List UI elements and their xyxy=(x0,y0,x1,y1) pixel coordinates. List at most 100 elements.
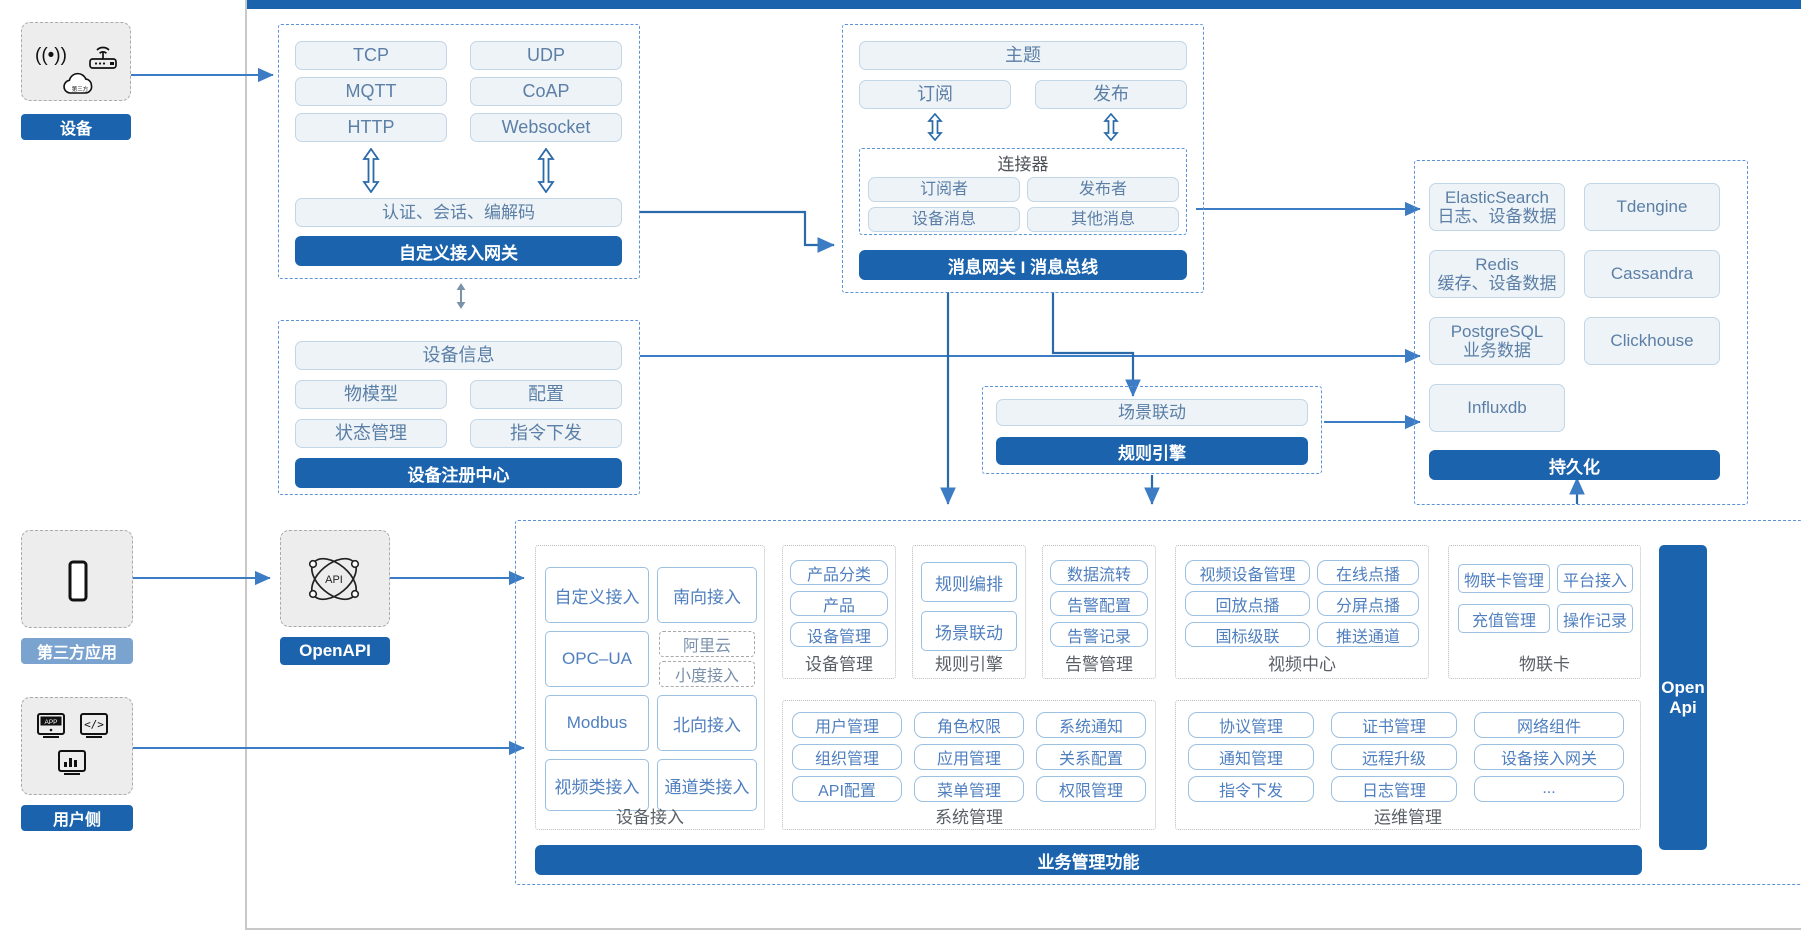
persistence-footer-bar: 持久化 xyxy=(1429,450,1720,480)
device-mgmt-product[interactable]: 产品 xyxy=(790,591,888,616)
registry-device-info[interactable]: 设备信息 xyxy=(295,341,622,370)
message-publish-box[interactable]: 发布 xyxy=(1035,80,1187,109)
protocol-udp[interactable]: UDP xyxy=(470,41,622,70)
device-access-southbound[interactable]: 南向接入 xyxy=(657,567,757,623)
router-icon xyxy=(89,46,117,69)
alarm-mgmt-label: 告警管理 xyxy=(1065,654,1133,674)
system-user-mgmt[interactable]: 用户管理 xyxy=(792,712,902,738)
mobile-phone-icon xyxy=(68,560,88,602)
system-app-mgmt[interactable]: 应用管理 xyxy=(914,744,1024,770)
ops-certificate-mgmt[interactable]: 证书管理 xyxy=(1331,712,1457,738)
registry-thing-model[interactable]: 物模型 xyxy=(295,380,447,409)
svg-text:</>: </> xyxy=(84,718,104,731)
ops-log-mgmt[interactable]: 日志管理 xyxy=(1331,776,1457,802)
persistence-clickhouse[interactable]: Clickhouse xyxy=(1584,317,1720,365)
device-access-video[interactable]: 视频类接入 xyxy=(545,759,649,811)
double-arrow-vertical-icon xyxy=(1103,113,1119,141)
openapi-node-label: OpenAPI xyxy=(280,637,390,665)
video-gb-cascade[interactable]: 国标级联 xyxy=(1185,622,1310,647)
connector-subscriber[interactable]: 订阅者 xyxy=(868,177,1020,202)
registry-panel xyxy=(278,320,640,495)
protocol-http[interactable]: HTTP xyxy=(295,113,447,142)
rule-engine-footer-bar: 规则引擎 xyxy=(996,437,1308,465)
ops-notification-mgmt[interactable]: 通知管理 xyxy=(1188,744,1314,770)
system-permission-mgmt[interactable]: 权限管理 xyxy=(1036,776,1146,802)
iot-card-recharge[interactable]: 充值管理 xyxy=(1458,604,1550,633)
gateway-auth-box[interactable]: 认证、会话、编解码 xyxy=(295,198,622,227)
registry-command-send[interactable]: 指令下发 xyxy=(470,419,622,448)
device-access-northbound[interactable]: 北向接入 xyxy=(657,695,757,751)
system-api-config[interactable]: API配置 xyxy=(792,776,902,802)
video-online-play[interactable]: 在线点播 xyxy=(1317,560,1419,585)
ops-more[interactable]: ... xyxy=(1474,776,1624,802)
registry-config[interactable]: 配置 xyxy=(470,380,622,409)
system-menu-mgmt[interactable]: 菜单管理 xyxy=(914,776,1024,802)
system-notification[interactable]: 系统通知 xyxy=(1036,712,1146,738)
db-name: ElasticSearch xyxy=(1445,187,1549,207)
rule-engine-group-label: 规则引擎 xyxy=(935,654,1003,674)
ops-command-send[interactable]: 指令下发 xyxy=(1188,776,1314,802)
device-access-channel[interactable]: 通道类接入 xyxy=(657,759,757,811)
video-split-screen[interactable]: 分屏点播 xyxy=(1317,591,1419,616)
video-playback[interactable]: 回放点播 xyxy=(1185,591,1310,616)
alarm-config[interactable]: 告警配置 xyxy=(1050,591,1148,616)
device-access-modbus[interactable]: Modbus xyxy=(545,695,649,751)
ops-device-gateway[interactable]: 设备接入网关 xyxy=(1474,744,1624,770)
cloud-icon-label: 第三方 xyxy=(72,85,89,93)
alarm-records[interactable]: 告警记录 xyxy=(1050,622,1148,647)
connector-device-message[interactable]: 设备消息 xyxy=(868,207,1020,232)
persistence-postgresql[interactable]: PostgreSQL 业务数据 xyxy=(1429,317,1565,365)
rule-engine-scene[interactable]: 场景联动 xyxy=(921,611,1017,651)
protocol-tcp[interactable]: TCP xyxy=(295,41,447,70)
device-access-aliyun[interactable]: 阿里云 xyxy=(659,631,755,657)
device-mgmt-product-category[interactable]: 产品分类 xyxy=(790,560,888,585)
persistence-cassandra[interactable]: Cassandra xyxy=(1584,250,1720,298)
registry-state-mgmt[interactable]: 状态管理 xyxy=(295,419,447,448)
rule-scene-linkage[interactable]: 场景联动 xyxy=(996,399,1308,426)
system-mgmt-label: 系统管理 xyxy=(935,807,1003,827)
ops-mgmt-group xyxy=(1175,700,1641,830)
wifi-signal-icon: ((•)) xyxy=(35,45,67,66)
device-access-custom[interactable]: 自定义接入 xyxy=(545,567,649,623)
alarm-data-flow[interactable]: 数据流转 xyxy=(1050,560,1148,585)
device-access-xiaodu[interactable]: 小度接入 xyxy=(659,661,755,687)
app-store-icon: APP xyxy=(37,713,65,738)
protocol-websocket[interactable]: Websocket xyxy=(470,113,622,142)
protocol-coap[interactable]: CoAP xyxy=(470,77,622,106)
system-relation-config[interactable]: 关系配置 xyxy=(1036,744,1146,770)
message-subscribe-box[interactable]: 订阅 xyxy=(859,80,1011,109)
message-footer-bar: 消息网关 I 消息总线 xyxy=(859,250,1187,280)
persistence-tdengine[interactable]: Tdengine xyxy=(1584,183,1720,231)
connector-publisher[interactable]: 发布者 xyxy=(1027,177,1179,202)
persistence-elasticsearch[interactable]: ElasticSearch 日志、设备数据 xyxy=(1429,183,1565,231)
system-role-permission[interactable]: 角色权限 xyxy=(914,712,1024,738)
video-push-channel[interactable]: 推送通道 xyxy=(1317,622,1419,647)
rule-engine-orchestration[interactable]: 规则编排 xyxy=(921,562,1017,602)
persistence-redis[interactable]: Redis 缓存、设备数据 xyxy=(1429,250,1565,298)
dashboard-chart-icon xyxy=(58,750,86,775)
video-device-mgmt[interactable]: 视频设备管理 xyxy=(1185,560,1310,585)
iot-card-platform-access[interactable]: 平台接入 xyxy=(1557,564,1633,593)
double-arrow-vertical-icon xyxy=(362,148,380,193)
iot-card-label: 物联卡 xyxy=(1519,654,1570,674)
device-mgmt-device[interactable]: 设备管理 xyxy=(790,622,888,647)
business-footer-bar: 业务管理功能 xyxy=(535,845,1642,875)
persistence-influxdb[interactable]: Influxdb xyxy=(1429,384,1565,432)
ops-mgmt-label: 运维管理 xyxy=(1374,807,1442,827)
message-topic-box[interactable]: 主题 xyxy=(859,41,1187,70)
iot-card-mgmt[interactable]: 物联卡管理 xyxy=(1458,564,1550,593)
system-org-mgmt[interactable]: 组织管理 xyxy=(792,744,902,770)
ops-protocol-mgmt[interactable]: 协议管理 xyxy=(1188,712,1314,738)
ops-remote-upgrade[interactable]: 远程升级 xyxy=(1331,744,1457,770)
third-party-cloud-icon: 第三方 xyxy=(63,72,93,94)
outer-frame-top-bar xyxy=(245,0,1801,9)
connector-other-message[interactable]: 其他消息 xyxy=(1027,207,1179,232)
rule-engine-panel xyxy=(982,386,1322,474)
protocol-mqtt[interactable]: MQTT xyxy=(295,77,447,106)
message-panel xyxy=(842,24,1204,293)
iot-card-operation-log[interactable]: 操作记录 xyxy=(1557,604,1633,633)
device-access-opcua[interactable]: OPC–UA xyxy=(545,631,649,687)
outer-frame-bottom-border xyxy=(245,928,1801,930)
ops-network-component[interactable]: 网络组件 xyxy=(1474,712,1624,738)
